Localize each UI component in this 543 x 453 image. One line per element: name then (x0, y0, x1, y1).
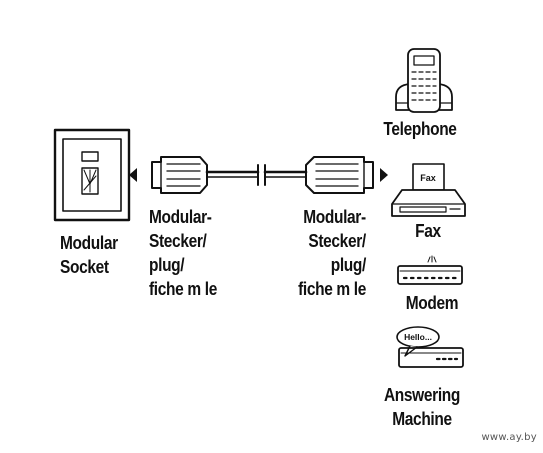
right-plug-label-line4: fiche m le (298, 279, 366, 299)
left-plug-label-line2: Stecker/ (149, 231, 207, 251)
right-plug-label-line1: Modular- (303, 207, 366, 227)
watermark: www.ay.by (481, 432, 537, 443)
socket-label-line1: Modular (60, 233, 118, 253)
left-plug-label-line3: plug/ (149, 255, 185, 275)
left-plug-label-line1: Modular- (149, 207, 212, 227)
right-plug-label-line3: plug/ (330, 255, 367, 275)
answering-machine-label-line1: Answering (383, 385, 461, 405)
socket-label-line2: Socket (60, 257, 109, 277)
modem-icon (397, 255, 463, 285)
wall-socket-icon (53, 128, 131, 222)
fax-icon (391, 163, 466, 217)
left-plug-icon (151, 156, 208, 194)
telephone-icon (395, 48, 453, 113)
fax-label: Fax (415, 221, 441, 241)
fax-sheet-text: Fax (420, 173, 436, 183)
arrow-right-icon (380, 168, 388, 182)
modem-label: Modem (405, 293, 459, 313)
right-plug-label-line2: Stecker/ (308, 231, 367, 251)
arrow-left-icon (129, 168, 137, 182)
left-plug-label-line4: fiche m le (149, 279, 217, 299)
cable-icon (205, 164, 308, 186)
speech-bubble-text: Hello... (404, 332, 432, 342)
telephone-label: Telephone (383, 119, 457, 139)
right-plug-icon (305, 156, 374, 194)
answering-machine-label-line2: Machine (392, 409, 452, 429)
answering-machine-icon (396, 326, 464, 368)
